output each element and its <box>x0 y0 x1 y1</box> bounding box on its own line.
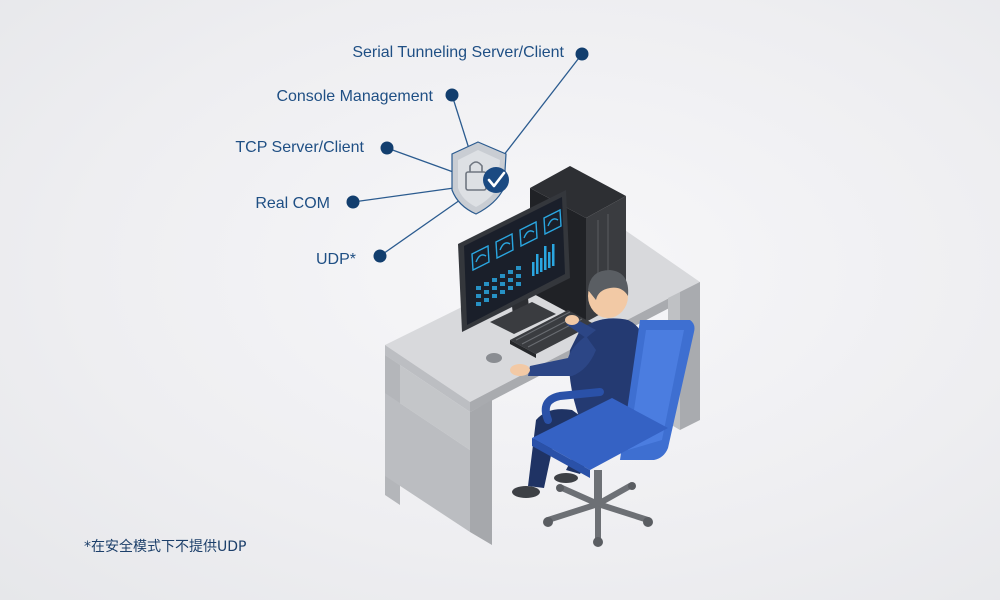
feature-label-real-com: Real COM <box>255 195 330 212</box>
feature-label-tcp-server-client: TCP Server/Client <box>235 139 364 156</box>
feature-label-serial-tunneling: Serial Tunneling Server/Client <box>352 44 564 61</box>
connector-tcp-server-client <box>386 147 457 174</box>
shield-lock-icon <box>451 141 507 215</box>
dashboard-tiles <box>476 266 521 306</box>
node-dot-udp <box>373 249 387 263</box>
feature-label-console-management: Console Management <box>276 88 433 105</box>
connector-udp <box>379 199 461 257</box>
office-chair <box>532 320 695 547</box>
udp-footnote: *在安全模式下不提供UDP <box>84 539 247 555</box>
node-dots <box>346 47 589 263</box>
node-dot-real-com <box>346 195 360 209</box>
monitor-screen <box>464 197 565 325</box>
node-dot-tcp-server-client <box>380 141 394 155</box>
connector-lines <box>352 53 583 257</box>
monitor <box>458 190 570 334</box>
dashboard-gauges <box>471 208 562 272</box>
connector-serial-tunneling <box>499 53 583 161</box>
node-dot-console-management <box>445 88 459 102</box>
connector-real-com <box>352 187 455 203</box>
mouse <box>486 353 502 363</box>
connector-console-management <box>451 94 471 153</box>
feature-label-udp: UDP* <box>315 251 356 268</box>
check-badge-icon <box>483 167 509 193</box>
dashboard-bars <box>532 244 555 276</box>
node-dot-serial-tunneling <box>575 47 589 61</box>
